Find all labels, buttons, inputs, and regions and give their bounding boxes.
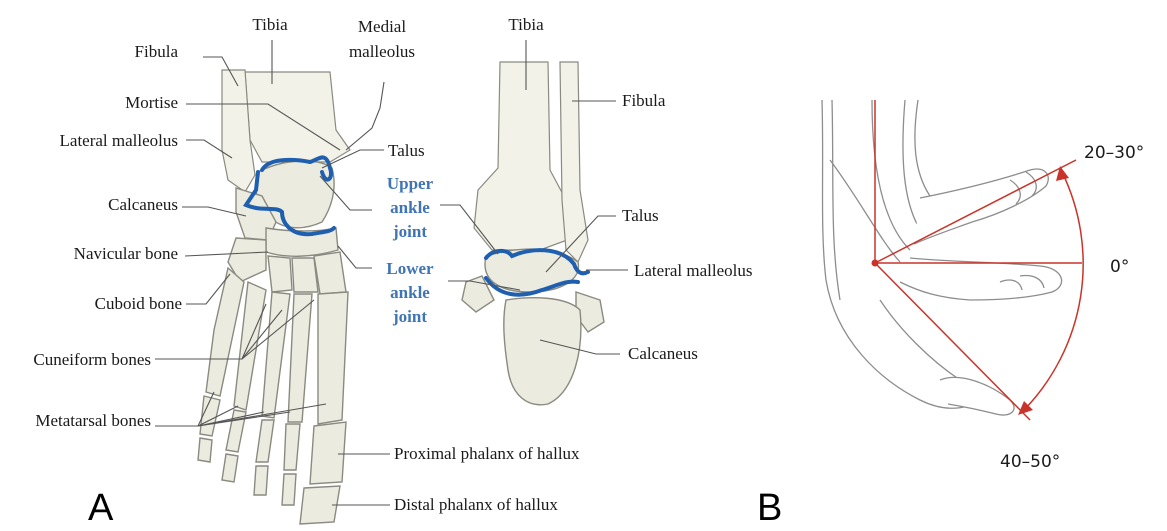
label-medial-malleolus-line2: malleolus xyxy=(349,42,415,61)
label-upper-ankle-3: joint xyxy=(392,222,427,241)
toe-3-phalanx xyxy=(256,420,274,462)
label-cuneiform-bones: Cuneiform bones xyxy=(33,350,151,369)
label-lower-ankle-1: Lower xyxy=(386,259,434,278)
cuneiform-1 xyxy=(268,256,292,292)
label-lateral-malleolus-back: Lateral malleolus xyxy=(634,261,752,280)
foot-range-of-motion-sketch xyxy=(822,100,1062,415)
label-talus-back: Talus xyxy=(622,206,659,225)
label-lower-ankle-2: ankle xyxy=(390,283,430,302)
panel-letter-a: A xyxy=(88,487,114,529)
tibia-bone-front xyxy=(245,72,350,162)
label-tibia-front: Tibia xyxy=(252,15,288,34)
toe-2-phalanx xyxy=(284,424,300,470)
toe-5-tip xyxy=(198,438,212,462)
label-medial-malleolus-line1: Medial xyxy=(358,17,406,36)
label-mortise: Mortise xyxy=(125,93,178,112)
proximal-phalanx-hallux xyxy=(310,422,346,484)
ankle-inner-line xyxy=(830,160,900,262)
leg-outline-inner xyxy=(832,100,840,300)
label-talus-front: Talus xyxy=(388,141,425,160)
label-upper-ankle-1: Upper xyxy=(387,174,434,193)
ankle-posterior-view-illustration xyxy=(462,62,604,405)
shin-outline-3 xyxy=(915,100,930,196)
label-cuboid-bone: Cuboid bone xyxy=(95,294,182,313)
ankle-pivot-point xyxy=(872,260,879,267)
toe-4-tip xyxy=(222,454,238,482)
toes-plantarflexed xyxy=(940,377,1014,415)
label-fibula-back: Fibula xyxy=(622,91,666,110)
label-fibula-front: Fibula xyxy=(135,42,179,61)
panel-letter-b: B xyxy=(757,487,782,529)
label-distal-phalanx: Distal phalanx of hallux xyxy=(394,495,558,514)
arc-arrowhead-top xyxy=(1056,166,1069,181)
leg-outline-back xyxy=(822,100,980,408)
metatarsal-3 xyxy=(262,292,290,418)
toe-2-tip xyxy=(282,474,296,505)
toe-3-tip xyxy=(254,466,268,495)
label-navicular-bone: Navicular bone xyxy=(74,244,178,263)
angle-label-neutral: 0° xyxy=(1110,257,1129,277)
angle-label-plantarflexion: 40–50° xyxy=(1000,452,1060,472)
label-tibia-back: Tibia xyxy=(508,15,544,34)
angle-label-dorsiflexion: 20–30° xyxy=(1084,143,1144,163)
cuneiform-3 xyxy=(314,252,346,294)
label-calcaneus-front: Calcaneus xyxy=(108,195,178,214)
calcaneus-bone-back xyxy=(504,298,581,405)
label-upper-ankle-2: ankle xyxy=(390,198,430,217)
cuneiform-2 xyxy=(292,258,318,292)
label-calcaneus-back: Calcaneus xyxy=(628,344,698,363)
label-metatarsal-bones: Metatarsal bones xyxy=(35,411,151,430)
label-proximal-phalanx: Proximal phalanx of hallux xyxy=(394,444,580,463)
foot-dorsal-view-illustration xyxy=(198,70,350,524)
label-lower-ankle-3: joint xyxy=(392,307,427,326)
label-lateral-malleolus-front: Lateral malleolus xyxy=(60,131,178,150)
metatarsal-2 xyxy=(288,294,312,422)
